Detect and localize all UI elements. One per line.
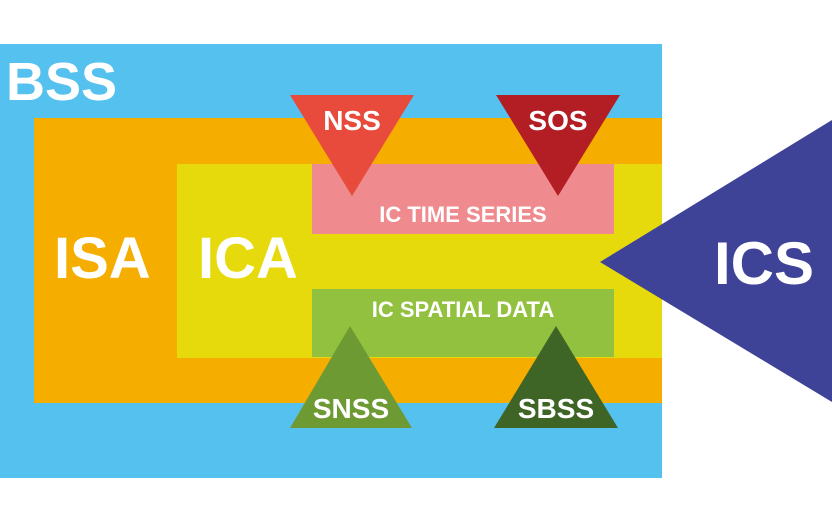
ics-triangle: ICS [600, 120, 832, 402]
ic-spatial-data-label: IC SPATIAL DATA [371, 297, 555, 322]
sos-triangle: SOS [496, 95, 620, 196]
sos-label: SOS [528, 105, 587, 136]
ics-label: ICS [714, 230, 814, 297]
isa-label: ISA [54, 226, 151, 291]
nss-label: NSS [323, 105, 381, 136]
ica-label: ICA [198, 226, 298, 291]
sbss-triangle-shape [494, 326, 618, 428]
nss-triangle-shape [290, 95, 414, 196]
nss-triangle: NSS [290, 95, 414, 196]
ics-triangle-shape [600, 120, 832, 402]
sbss-triangle: SBSS [494, 326, 618, 428]
snss-label: SNSS [313, 393, 389, 424]
sos-triangle-shape [496, 95, 620, 196]
sbss-label: SBSS [518, 393, 594, 424]
ic-time-series-label: IC TIME SERIES [379, 202, 547, 227]
snss-triangle-shape [290, 326, 412, 428]
snss-triangle: SNSS [290, 326, 412, 428]
bss-label: BSS [6, 52, 118, 112]
